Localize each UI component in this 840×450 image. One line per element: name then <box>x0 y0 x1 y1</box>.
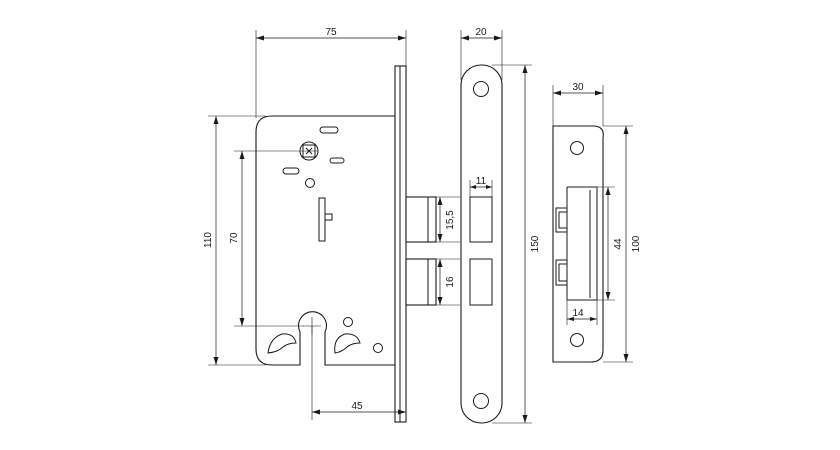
dimension-slot-width: 11 <box>469 176 493 197</box>
faceplate-outline <box>460 64 503 424</box>
faceplate-hole-top <box>473 81 489 97</box>
dim-label-110: 110 <box>203 232 214 248</box>
dimension-keyhole-spacing: 70 <box>229 150 318 327</box>
dim-label-44: 44 <box>613 238 624 250</box>
dimension-faceplate-width: 20 <box>460 27 503 80</box>
dimension-backset: 45 <box>311 326 406 420</box>
screw-hole-upper <box>305 178 315 188</box>
dimension-strike-opening-width: 14 <box>566 300 598 325</box>
slot-side <box>329 157 345 164</box>
dim-label-14: 14 <box>572 308 584 319</box>
cutout-right <box>334 333 361 354</box>
dimension-faceplate-length: 150 <box>492 64 541 424</box>
dim-label-20: 20 <box>475 27 487 38</box>
dim-label-75: 75 <box>325 27 337 38</box>
dimension-strike-height: 100 <box>603 125 642 363</box>
dimension-strike-width: 30 <box>552 82 604 126</box>
dim-label-11: 11 <box>476 176 487 187</box>
slot-mid <box>282 167 300 175</box>
faceplate-latch-slot <box>469 196 493 243</box>
dimension-body-height: 110 <box>203 115 266 366</box>
dim-label-16: 16 <box>445 276 456 288</box>
dead-bolt <box>405 258 437 306</box>
dimension-strike-opening-height: 44 <box>597 186 624 301</box>
cutout-left <box>267 333 297 354</box>
faceplate-hole-bottom <box>473 393 489 409</box>
screw-hole-bottom <box>373 343 383 353</box>
strike-hole-top <box>570 141 584 155</box>
dimension-latch-height: 15,5 <box>436 196 460 243</box>
faceplate-bolt-slot <box>469 258 493 306</box>
key-lever-tab <box>324 213 333 221</box>
dim-label-45: 45 <box>351 401 363 412</box>
strike-hole-bottom <box>570 333 584 347</box>
dim-label-15-5: 15,5 <box>445 210 456 230</box>
dim-label-100: 100 <box>631 235 642 252</box>
strike-opening <box>567 186 598 301</box>
dim-label-70: 70 <box>229 232 240 244</box>
screw-hole-lower-right <box>343 317 353 327</box>
slot-top <box>319 126 339 134</box>
strike-plate <box>552 125 604 363</box>
dim-label-150: 150 <box>530 235 541 252</box>
strike-plate-outline <box>552 125 604 363</box>
strike-tab-upper <box>555 207 567 233</box>
faceplate <box>460 64 503 424</box>
dimension-bolt-height: 16 <box>436 258 460 306</box>
latch-bolt <box>405 196 437 243</box>
strike-tab-lower <box>555 259 567 286</box>
lock-body <box>255 65 437 423</box>
dimension-body-width: 75 <box>255 27 407 118</box>
dim-label-30: 30 <box>572 82 584 93</box>
